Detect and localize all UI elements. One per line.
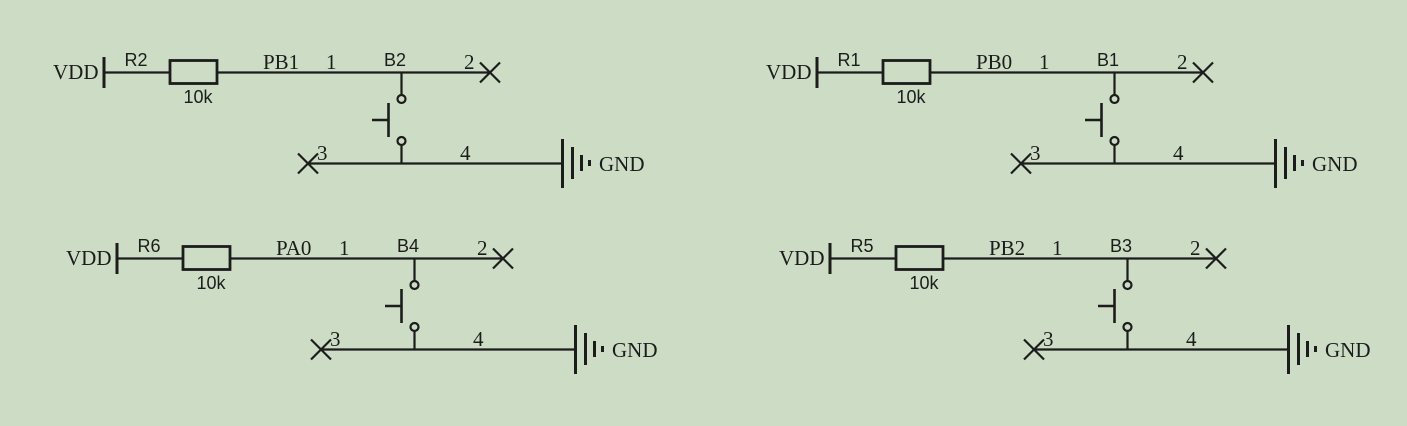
pin-number-4: 4 (1186, 327, 1197, 351)
pin-number-4: 4 (1173, 141, 1184, 165)
pushbutton-bottom-contact (409, 321, 420, 333)
resistor-body (894, 245, 945, 271)
vdd-label: VDD (779, 246, 825, 270)
pin-number-1: 1 (339, 236, 350, 260)
pin-number-4: 4 (460, 141, 471, 165)
pin-number-3: 3 (317, 141, 328, 165)
resistor-ref-label: R5 (850, 236, 873, 256)
no-connect-pin2-icon (1192, 61, 1214, 84)
ground-label: GND (612, 338, 658, 362)
no-connect-pin3-icon (310, 338, 332, 361)
resistor-ref-label: R1 (837, 50, 860, 70)
ground-icon (1287, 325, 1317, 374)
circuit-bottom-left: VDD R6 10k PA0 1 B4 2 3 4 GND (66, 236, 658, 374)
net-name-label: PB2 (989, 236, 1025, 260)
resistor-value-label: 10k (196, 273, 226, 293)
ground-icon (1274, 139, 1304, 188)
no-connect-pin3-icon (1023, 338, 1045, 361)
pin-number-2: 2 (464, 50, 475, 74)
vdd-label: VDD (66, 246, 112, 270)
resistor-ref-label: R2 (124, 50, 147, 70)
circuit-top-left: VDD R2 10k PB1 1 B2 2 3 4 GND (53, 50, 645, 188)
resistor-body (181, 245, 232, 271)
pin-number-2: 2 (477, 236, 488, 260)
pin-number-3: 3 (1030, 141, 1041, 165)
pushbutton-bottom-contact (1122, 321, 1133, 333)
circuit-top-right: VDD R1 10k PB0 1 B1 2 3 4 GND (766, 50, 1358, 188)
pushbutton-bottom-contact (396, 135, 407, 147)
pushbutton-top-contact (396, 93, 407, 105)
pin-number-2: 2 (1190, 236, 1201, 260)
resistor-body (881, 59, 932, 85)
resistor-ref-label: R6 (137, 236, 160, 256)
no-connect-pin3-icon (297, 152, 319, 175)
ground-label: GND (1312, 152, 1358, 176)
resistor-value-label: 10k (896, 87, 926, 107)
circuit-bottom-right: VDD R5 10k PB2 1 B3 2 3 4 GND (779, 236, 1371, 374)
resistor-value-label: 10k (183, 87, 213, 107)
no-connect-pin3-icon (1010, 152, 1032, 175)
pushbutton-top-contact (409, 279, 420, 291)
no-connect-pin2-icon (1205, 247, 1227, 270)
ground-label: GND (599, 152, 645, 176)
pin-number-3: 3 (330, 327, 341, 351)
button-ref-label: B4 (397, 236, 419, 256)
no-connect-pin2-icon (492, 247, 514, 270)
pin-number-2: 2 (1177, 50, 1188, 74)
ground-label: GND (1325, 338, 1371, 362)
pin-number-4: 4 (473, 327, 484, 351)
pushbutton-top-contact (1122, 279, 1133, 291)
button-ref-label: B1 (1097, 50, 1119, 70)
net-name-label: PA0 (276, 236, 311, 260)
net-name-label: PB1 (263, 50, 299, 74)
vdd-label: VDD (766, 60, 812, 84)
pin-number-1: 1 (1052, 236, 1063, 260)
pushbutton-top-contact (1109, 93, 1120, 105)
pin-number-1: 1 (1039, 50, 1050, 74)
pushbutton-bottom-contact (1109, 135, 1120, 147)
ground-icon (574, 325, 604, 374)
pin-number-1: 1 (326, 50, 337, 74)
vdd-label: VDD (53, 60, 99, 84)
ground-icon (561, 139, 591, 188)
net-name-label: PB0 (976, 50, 1012, 74)
resistor-body (168, 59, 219, 85)
no-connect-pin2-icon (479, 61, 501, 84)
pin-number-3: 3 (1043, 327, 1054, 351)
button-ref-label: B3 (1110, 236, 1132, 256)
resistor-value-label: 10k (909, 273, 939, 293)
button-ref-label: B2 (384, 50, 406, 70)
